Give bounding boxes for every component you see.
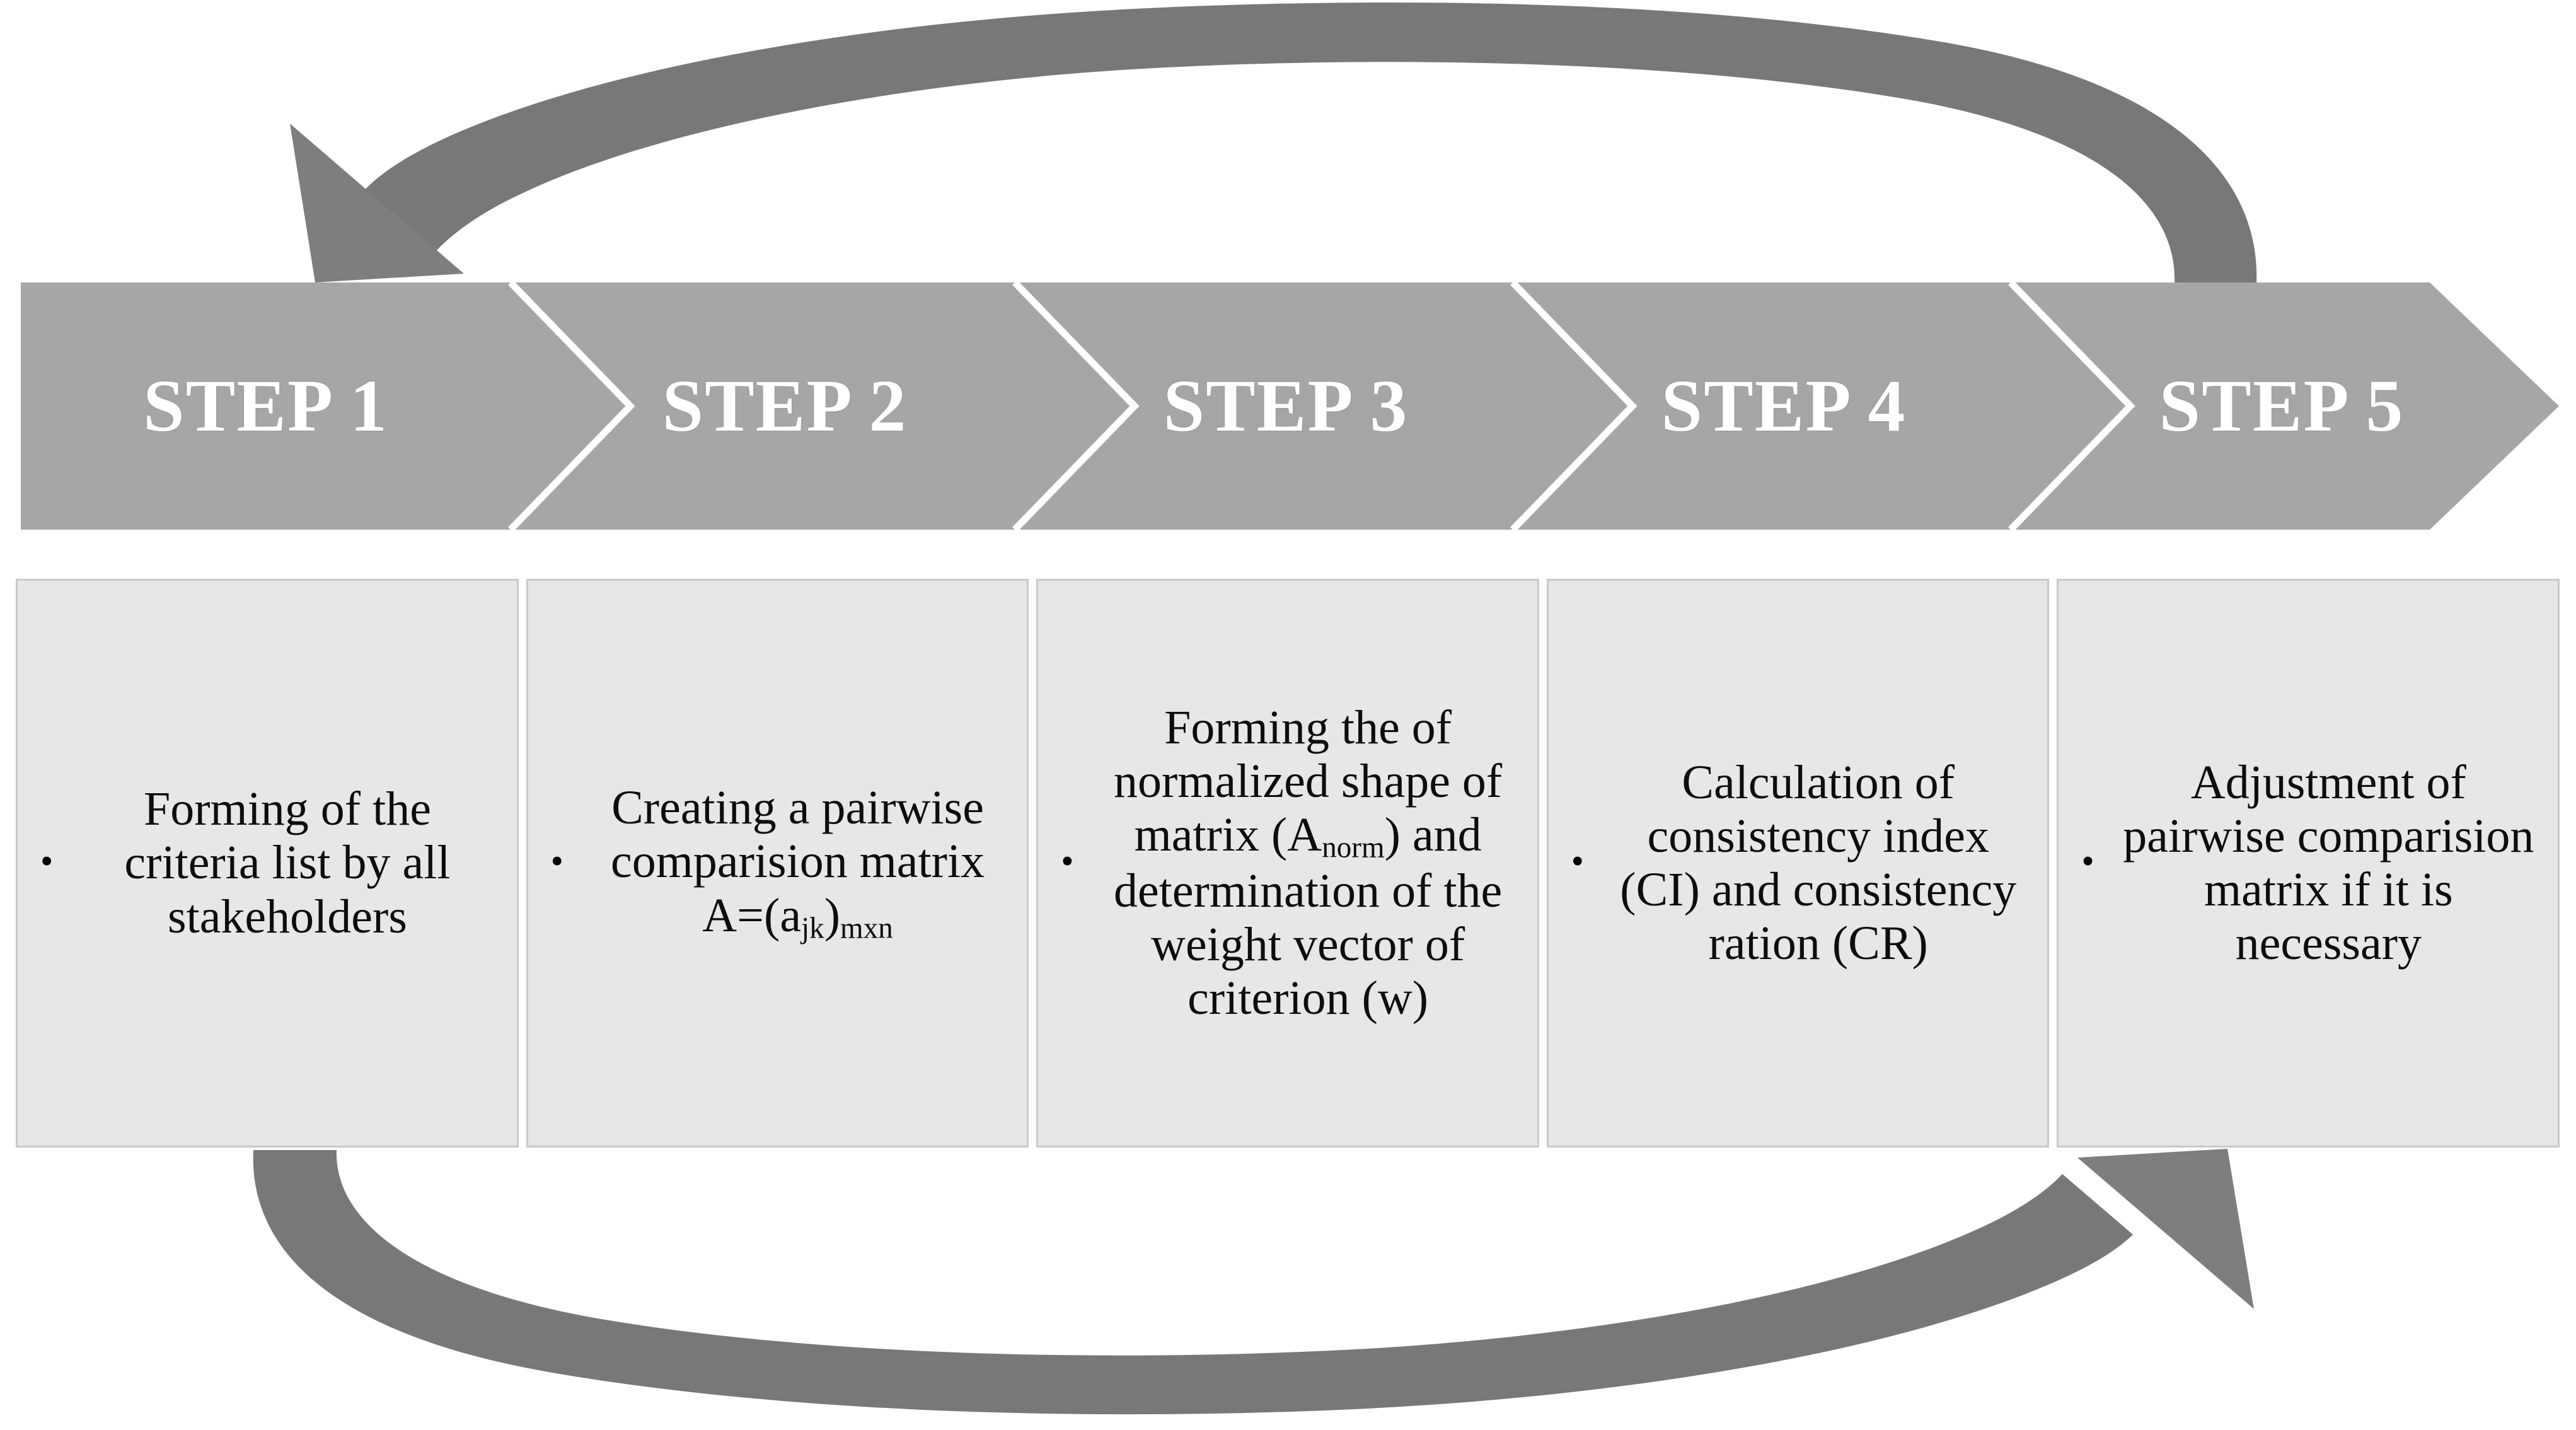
bullet-icon: • (40, 840, 54, 881)
step-separator-1 (508, 282, 635, 530)
step-label-1[interactable]: STEP 1 (21, 282, 511, 530)
step-detail-boxes: • Forming of the criteria list by all st… (16, 579, 2560, 1148)
step-label-4[interactable]: STEP 4 (1557, 282, 2011, 530)
step-detail-text-2-prefix: Creating a pairwise comparision matrix A… (611, 781, 985, 942)
step-label-4-text: STEP 4 (1661, 364, 1907, 447)
step-detail-text-3-prefix: Forming the of normalized shape of matri… (1114, 700, 1503, 861)
step-detail-box-3[interactable]: • Forming the of normalized shape of mat… (1036, 579, 1539, 1148)
subscript-jk: jk (801, 911, 824, 945)
step-label-3-text: STEP 3 (1163, 364, 1409, 447)
step-detail-text-1: Forming of the criteria list by all stak… (124, 782, 451, 943)
feedback-arrow-bottom-head (2077, 1149, 2254, 1309)
feedback-arrow-top-head (290, 124, 464, 282)
step-detail-text-4: Calculation of consistency index (CI) an… (1620, 755, 2017, 970)
step-label-2[interactable]: STEP 2 (555, 282, 1015, 530)
feedback-arrow-bottom-band (253, 1150, 2133, 1415)
step-detail-text-3: Forming the of normalized shape of matri… (1095, 701, 1521, 1026)
bullet-icon: • (550, 840, 563, 881)
step-detail-box-1[interactable]: • Forming of the criteria list by all st… (16, 579, 519, 1148)
feedback-arrow-top-band (364, 2, 2257, 285)
bullet-icon: • (2081, 840, 2094, 881)
step-banner (21, 282, 2559, 530)
feedback-arrow-bottom (253, 1149, 2254, 1415)
step-detail-text-5: Adjustment of pairwise comparision matri… (2123, 755, 2534, 970)
step-detail-box-4[interactable]: • Calculation of consistency index (CI) … (1546, 579, 2050, 1148)
step-label-5-text: STEP 5 (2159, 364, 2405, 447)
step-separator-3 (1510, 282, 1637, 530)
feedback-arrow-top (290, 2, 2257, 285)
step-detail-box-5[interactable]: • Adjustment of pairwise comparision mat… (2057, 579, 2560, 1148)
step-banner-body (21, 282, 2559, 530)
step-detail-text-2: Creating a pairwise comparision matrix A… (585, 781, 1010, 945)
subscript-norm: norm (1322, 831, 1385, 864)
step-label-5[interactable]: STEP 5 (2055, 282, 2509, 530)
step-separators (508, 282, 2135, 530)
step-detail-box-2[interactable]: • Creating a pairwise comparision matrix… (526, 579, 1029, 1148)
step-separator-4 (2008, 282, 2135, 530)
step-separator-2 (1012, 282, 1140, 530)
bullet-icon: • (1571, 840, 1585, 881)
subscript-mxn: mxn (840, 911, 893, 945)
bullet-icon: • (1061, 840, 1074, 881)
step-label-3[interactable]: STEP 3 (1059, 282, 1513, 530)
step-label-1-text: STEP 1 (142, 364, 389, 447)
step-label-2-text: STEP 2 (662, 364, 908, 447)
step-detail-text-2-mid: ) (824, 888, 841, 942)
step-detail-text-3-suffix: ) and determination of the weight vector… (1114, 808, 1503, 1025)
